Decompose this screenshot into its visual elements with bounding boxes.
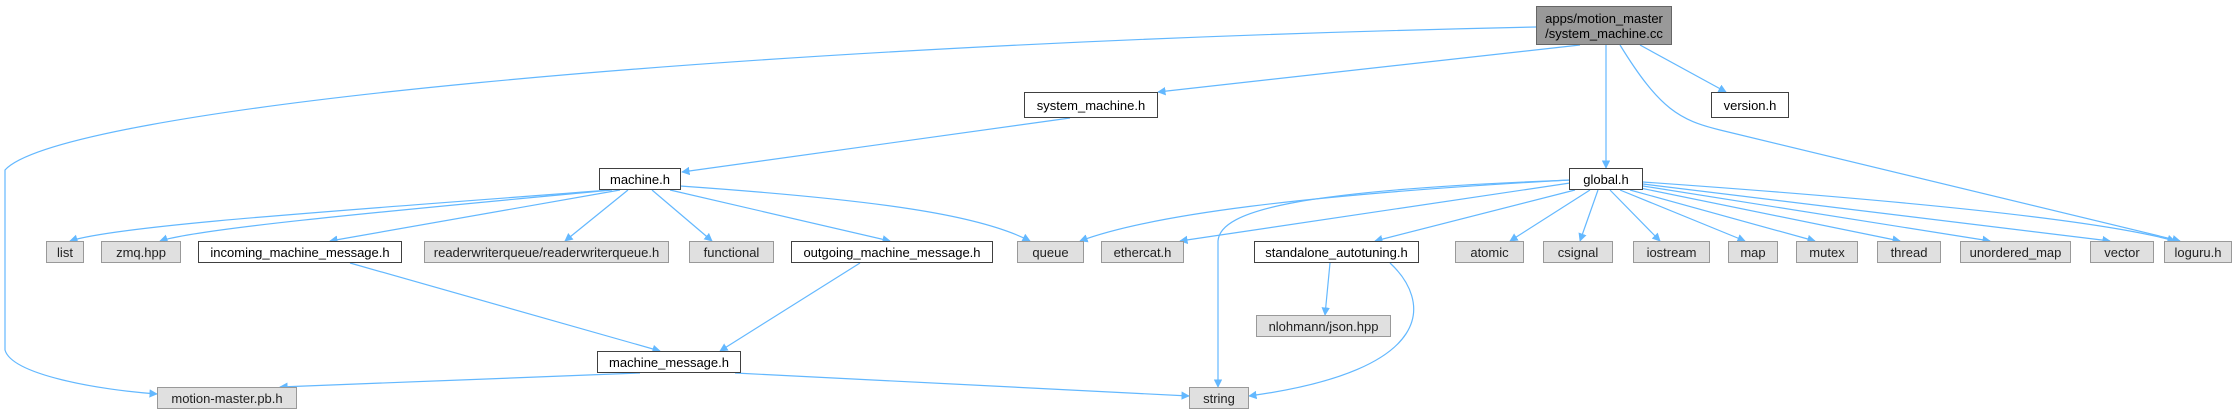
edge-global-h-to-csignal: [1578, 189, 1599, 242]
node-machine-h[interactable]: machine.h: [599, 168, 681, 190]
root-label-line1: apps/motion_master: [1545, 10, 1663, 26]
node-loguru-h[interactable]: loguru.h: [2164, 241, 2232, 263]
edge-standalone-autotuning-h-to-nlohmann-json-hpp: [1321, 262, 1331, 316]
edge-machine-h-to-readerwriterqueue-h: [564, 189, 629, 242]
node-queue[interactable]: queue: [1017, 241, 1084, 263]
edge-machine-message-h-to-motion-master-pb-h: [279, 372, 641, 391]
node-vector[interactable]: vector: [2090, 241, 2154, 263]
node-unordered-map[interactable]: unordered_map: [1960, 241, 2071, 263]
edge-machine-h-to-list: [69, 189, 611, 243]
edge-root-to-loguru-h: [1619, 44, 2181, 244]
edge-machine-h-to-outgoing-machine-message-h: [669, 189, 891, 244]
node-readerwriterqueue-h[interactable]: readerwriterqueue/readerwriterqueue.h: [424, 241, 669, 263]
node-atomic[interactable]: atomic: [1455, 241, 1524, 263]
node-system-machine-h[interactable]: system_machine.h: [1024, 92, 1158, 118]
node-thread[interactable]: thread: [1877, 241, 1941, 263]
edge-global-h-to-standalone-autotuning-h: [1374, 189, 1576, 244]
node-incoming-machine-message-h[interactable]: incoming_machine_message.h: [198, 241, 402, 263]
node-csignal[interactable]: csignal: [1543, 241, 1613, 263]
edge-global-h-to-string: [1213, 179, 1573, 388]
node-root-system-machine-cc[interactable]: apps/motion_master /system_machine.cc: [1536, 6, 1672, 45]
edge-global-h-to-loguru-h: [1642, 181, 2176, 244]
node-zmq-hpp[interactable]: zmq.hpp: [101, 241, 181, 263]
node-string[interactable]: string: [1189, 387, 1249, 409]
edge-standalone-autotuning-h-to-string: [1248, 262, 1415, 400]
edge-machine-h-to-queue: [679, 185, 1031, 242]
edge-global-h-to-map: [1619, 189, 1746, 243]
edge-machine-h-to-functional: [651, 189, 713, 242]
node-iostream[interactable]: iostream: [1633, 241, 1710, 263]
edge-machine-message-h-to-string: [734, 372, 1190, 400]
edge-incoming-machine-message-h-to-machine-message-h: [349, 262, 661, 353]
edge-global-h-to-mutex: [1629, 189, 1816, 244]
edge-outgoing-machine-message-h-to-machine-message-h: [719, 262, 861, 352]
edge-machine-h-to-zmq-hpp: [159, 189, 613, 243]
node-standalone-autotuning-h[interactable]: standalone_autotuning.h: [1254, 241, 1419, 263]
edge-root-to-system-machine-h: [1157, 44, 1581, 96]
edge-global-h-to-vector: [1642, 183, 2111, 245]
edge-global-h-to-thread: [1639, 187, 1901, 244]
edge-global-h-to-ethercat-h: [1179, 182, 1571, 245]
edge-global-h-to-atomic: [1509, 189, 1591, 242]
edge-root-to-motion-master-pb-h: [4, 26, 1537, 398]
root-label-line2: /system_machine.cc: [1545, 25, 1663, 41]
node-machine-message-h[interactable]: machine_message.h: [597, 351, 741, 373]
node-ethercat-h[interactable]: ethercat.h: [1101, 241, 1184, 263]
edge-system-machine-h-to-machine-h: [681, 117, 1071, 176]
edge-machine-h-to-incoming-machine-message-h: [329, 189, 621, 244]
edge-root-to-version-h: [1639, 44, 1727, 93]
node-motion-master-pb-h[interactable]: motion-master.pb.h: [157, 387, 297, 409]
node-outgoing-machine-message-h[interactable]: outgoing_machine_message.h: [791, 241, 993, 263]
node-functional[interactable]: functional: [689, 241, 774, 263]
node-version-h[interactable]: version.h: [1711, 92, 1789, 118]
node-list[interactable]: list: [46, 241, 84, 263]
edge-global-h-to-queue: [1079, 179, 1570, 243]
node-mutex[interactable]: mutex: [1796, 241, 1858, 263]
edge-global-h-to-iostream: [1609, 189, 1661, 242]
node-global-h[interactable]: global.h: [1569, 168, 1643, 190]
edge-global-h-to-unordered-map: [1642, 185, 1991, 244]
node-map[interactable]: map: [1728, 241, 1778, 263]
node-nlohmann-json-hpp[interactable]: nlohmann/json.hpp: [1256, 315, 1391, 337]
